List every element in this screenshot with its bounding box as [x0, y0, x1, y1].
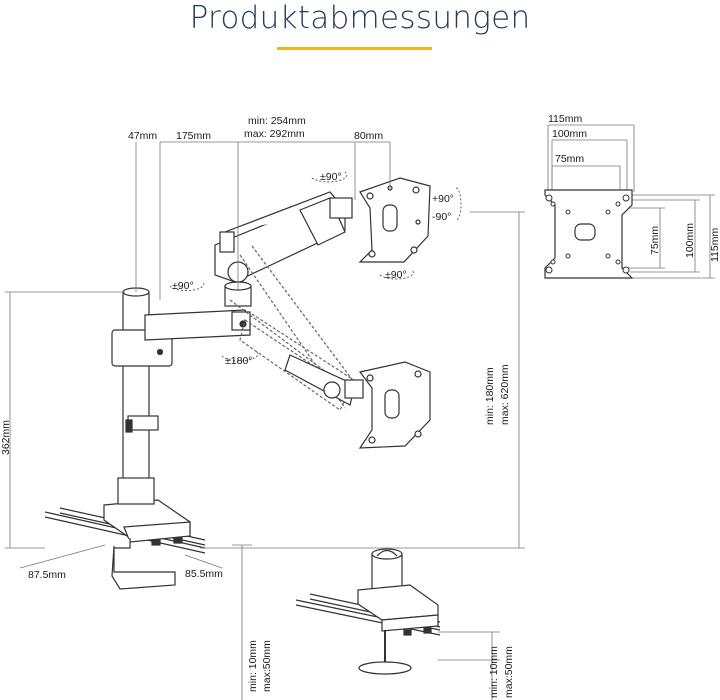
rot-head-swivel: ±90° — [320, 171, 342, 183]
dim-grommet-max: max:50mm — [503, 646, 515, 698]
vesa-mid-width: 100mm — [552, 128, 587, 140]
dim-height-range-max: max: 620mm — [499, 364, 511, 425]
lower-arm — [144, 281, 252, 341]
rot-head-rotation: ±90° — [385, 269, 407, 281]
title-underline — [277, 47, 432, 50]
upper-arm-lowered-solid — [284, 354, 364, 406]
dim-height: 362mm — [0, 420, 12, 455]
vesa-head-raised — [358, 177, 431, 263]
dim-base-depth: 87.5mm — [28, 569, 66, 581]
vesa-inner-width: 75mm — [555, 153, 584, 165]
clamp-base — [103, 499, 191, 590]
rot-tilt-up: +90° — [432, 193, 454, 205]
dim-clamp-max: max:50mm — [261, 640, 273, 692]
vesa-outer-width: 115mm — [548, 113, 582, 125]
dim-arm-lower: 175mm — [176, 130, 211, 142]
dim-height-range-min: min: 180mm — [484, 367, 496, 425]
dim-base-width: 85.5mm — [185, 568, 223, 580]
vesa-outer-height: 115mm — [709, 228, 720, 262]
vesa-inner-height: 75mm — [649, 226, 661, 255]
upper-arm-raised — [214, 191, 353, 283]
dim-head-offset: 80mm — [354, 130, 383, 142]
grommet-mount-drawing — [295, 548, 441, 675]
rot-elbow: ±90° — [172, 280, 194, 292]
rotation-arrows — [169, 171, 462, 362]
dim-arm-upper-min: min: 254mm — [248, 115, 306, 127]
vesa-plate: 115mm 100mm 75mm 75mm 100mm 115mm — [544, 113, 720, 279]
dimension-lines — [5, 141, 525, 700]
grommet-dimension-lines — [438, 631, 500, 700]
monitor-arm-drawing — [44, 177, 431, 590]
vesa-mid-height: 100mm — [684, 223, 696, 258]
rot-pole: ±180° — [225, 355, 252, 367]
dim-grommet-min: min: 10mm — [488, 646, 500, 698]
page-title: Produktabmessungen — [189, 0, 531, 36]
dim-arm-upper-max: max: 292mm — [244, 128, 305, 140]
rot-tilt-down: -90° — [432, 211, 451, 223]
dim-pole-offset: 47mm — [128, 130, 157, 142]
dim-clamp-min: min: 10mm — [247, 640, 259, 692]
vesa-head-lowered — [358, 361, 431, 449]
